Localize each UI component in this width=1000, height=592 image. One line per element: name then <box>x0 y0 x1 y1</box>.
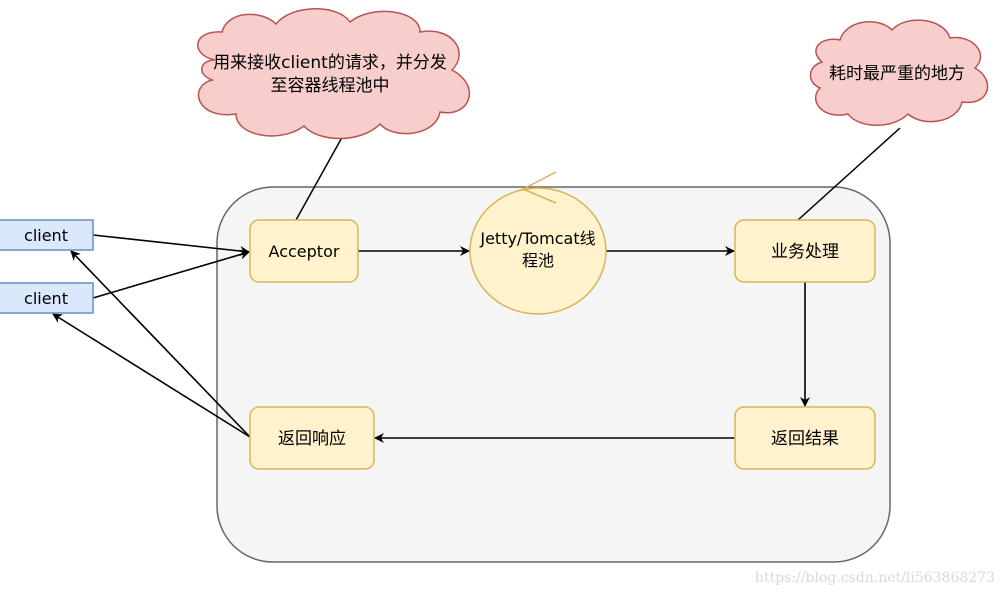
thread-pool-cycle-mark <box>521 171 557 204</box>
watermark-text: https://blog.csdn.net/li563868273 <box>755 570 995 586</box>
cloud-shape-2 <box>809 19 989 126</box>
return-response-node[interactable]: 返回响应 <box>249 406 375 470</box>
acceptor-note-line2: 至容器线程池中 <box>271 76 390 96</box>
edge-client2-acceptor[interactable] <box>92 249 250 299</box>
business-label: 业务处理 <box>771 242 839 262</box>
client-node-1[interactable]: client <box>0 219 94 251</box>
client-2-label: client <box>24 289 68 308</box>
acceptor-note-line1: 用来接收client的请求，并分发 <box>213 53 447 73</box>
return-response-label: 返回响应 <box>278 429 346 449</box>
client-1-label: client <box>24 226 68 245</box>
acceptor-note-connector <box>295 131 346 221</box>
edge-returnresponse-client2[interactable] <box>52 313 251 438</box>
edge-client1-acceptor[interactable] <box>92 234 250 256</box>
thread-pool-node[interactable]: Jetty/Tomcat线 程池 <box>469 171 607 315</box>
business-note-label: 耗时最严重的地方 <box>829 64 965 84</box>
thread-pool-label-line2: 程池 <box>522 251 554 270</box>
acceptor-node[interactable]: Acceptor <box>249 219 359 283</box>
acceptor-note-cloud[interactable]: 用来接收client的请求，并分发 至容器线程池中 <box>197 8 471 140</box>
business-node[interactable]: 业务处理 <box>734 219 876 283</box>
return-result-label: 返回结果 <box>771 429 839 449</box>
acceptor-label: Acceptor <box>269 242 340 261</box>
business-note-cloud[interactable]: 耗时最严重的地方 <box>809 19 989 126</box>
business-note-connector <box>797 127 901 221</box>
thread-pool-label-line1: Jetty/Tomcat线 <box>479 229 595 248</box>
return-result-node[interactable]: 返回结果 <box>734 406 876 470</box>
edges <box>52 234 810 443</box>
cloud-shape-1 <box>197 8 471 140</box>
edge-returnresponse-client1[interactable] <box>70 250 251 438</box>
client-node-2[interactable]: client <box>0 282 94 314</box>
container-boundary <box>216 186 891 563</box>
